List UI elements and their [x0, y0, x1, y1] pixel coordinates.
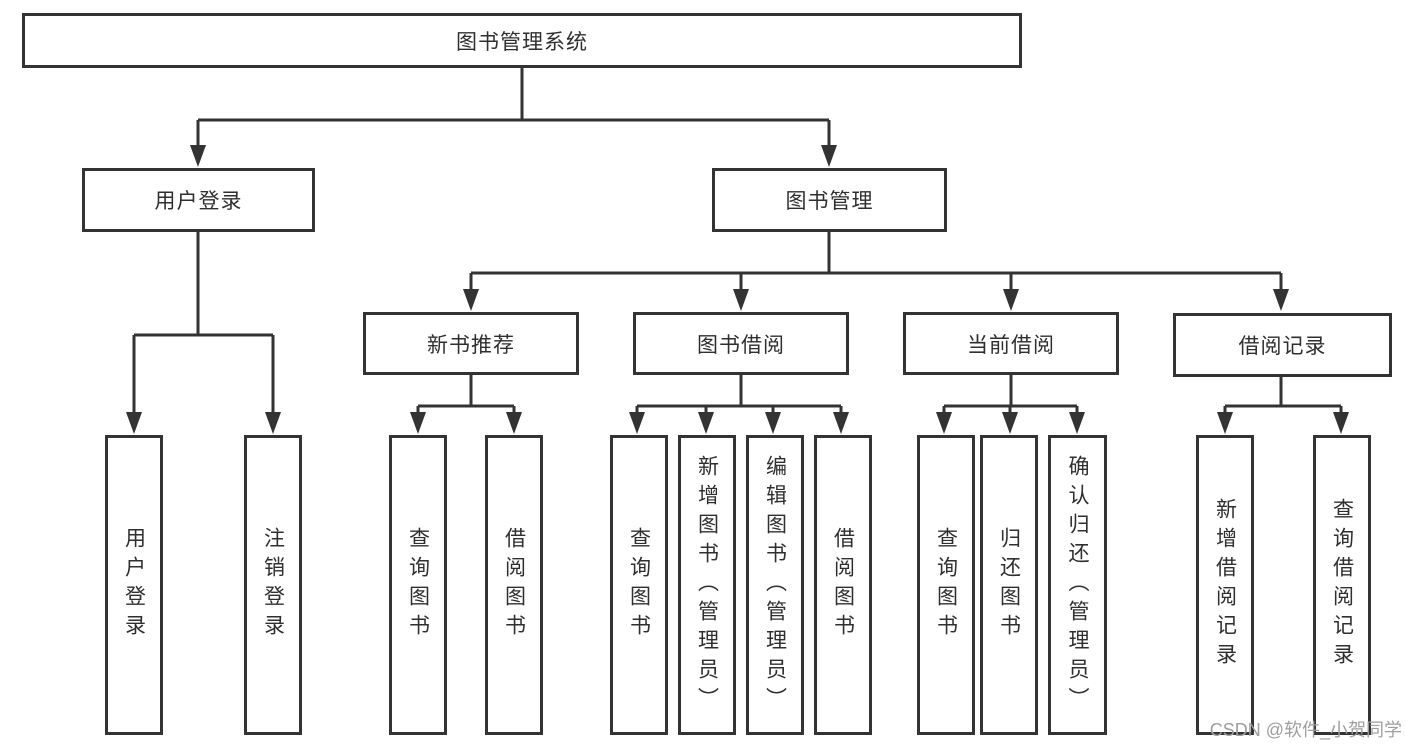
node-library-system: 图书管理系统	[22, 13, 1022, 68]
connector-currentborrow-to-leaves	[942, 375, 1079, 414]
node-current-borrow: 当前借阅	[903, 312, 1119, 375]
leaf-label: 查询图书	[406, 527, 430, 643]
leaf-label: 新增借阅记录	[1213, 498, 1237, 672]
arrowhead	[629, 412, 645, 434]
arrowhead	[1002, 412, 1018, 434]
leaf-query-books-recommend: 查询图书	[389, 435, 447, 735]
leaf-label: 编辑图书（管理员）	[763, 454, 787, 716]
node-label: 当前借阅	[967, 333, 1055, 357]
leaf-borrow-books-recommend: 借阅图书	[485, 435, 543, 735]
node-label: 新书推荐	[427, 333, 515, 357]
arrowhead	[733, 289, 749, 311]
connector-newbook-to-leaves	[416, 375, 516, 414]
connector-bookborrow-to-leaves	[635, 375, 843, 414]
node-user-login: 用户登录	[82, 168, 315, 232]
csdn-watermark: CSDN @软件_小贺同学	[1209, 720, 1402, 740]
connector-records-to-leaves	[1223, 377, 1343, 414]
leaf-label: 查询图书	[627, 527, 651, 643]
arrowhead	[1217, 412, 1233, 434]
node-label: 用户登录	[154, 190, 243, 213]
arrowhead	[821, 145, 837, 167]
leaf-label: 查询借阅记录	[1330, 498, 1354, 672]
arrowhead	[506, 412, 522, 434]
leaf-label: 注销登录	[261, 527, 285, 643]
leaf-add-borrow-record: 新增借阅记录	[1196, 435, 1254, 735]
leaf-query-books-borrow: 查询图书	[610, 435, 668, 735]
arrowhead	[833, 412, 849, 434]
leaf-edit-book-admin: 编辑图书（管理员）	[746, 435, 804, 735]
node-label: 图书管理	[785, 190, 874, 213]
connector-userlogin-to-leaves	[132, 232, 275, 414]
arrowhead	[1069, 412, 1085, 434]
leaf-user-login: 用户登录	[105, 435, 163, 735]
leaf-return-book: 归还图书	[980, 435, 1038, 735]
leaf-label: 确认归还（管理员）	[1066, 454, 1089, 716]
leaf-add-book-admin: 新增图书（管理员）	[678, 435, 736, 735]
arrowhead	[698, 412, 714, 434]
node-label: 借阅记录	[1238, 335, 1327, 358]
leaf-logout: 注销登录	[244, 435, 302, 735]
node-book-management: 图书管理	[712, 168, 947, 232]
arrowhead	[1273, 289, 1289, 311]
connector-root-to-level2	[196, 68, 831, 149]
leaf-label: 查询图书	[934, 527, 958, 643]
arrowhead	[463, 289, 479, 311]
arrowhead	[1003, 289, 1019, 311]
arrowhead	[1333, 412, 1349, 434]
node-new-book-recommend: 新书推荐	[363, 312, 579, 375]
arrowhead	[765, 412, 781, 434]
leaf-query-books-current: 查询图书	[917, 435, 975, 735]
connector-bookmgmt-to-groups	[469, 232, 1283, 291]
arrowhead	[410, 412, 426, 434]
leaf-label: 归还图书	[997, 527, 1021, 643]
node-book-borrow: 图书借阅	[633, 312, 849, 375]
node-label: 图书借阅	[697, 333, 785, 357]
leaf-query-borrow-record: 查询借阅记录	[1313, 435, 1371, 735]
arrowhead	[190, 145, 206, 167]
leaf-label: 用户登录	[122, 527, 146, 643]
leaf-label: 借阅图书	[502, 527, 526, 643]
leaf-confirm-return-admin: 确认归还（管理员）	[1048, 435, 1107, 735]
leaf-label: 借阅图书	[831, 527, 855, 643]
node-label: 图书管理系统	[456, 30, 588, 54]
arrowhead	[126, 412, 142, 434]
leaf-borrow-books: 借阅图书	[814, 435, 872, 735]
arrowhead	[265, 412, 281, 434]
leaf-label: 新增图书（管理员）	[695, 454, 719, 716]
node-borrow-records: 借阅记录	[1173, 313, 1392, 377]
arrowhead	[936, 412, 952, 434]
